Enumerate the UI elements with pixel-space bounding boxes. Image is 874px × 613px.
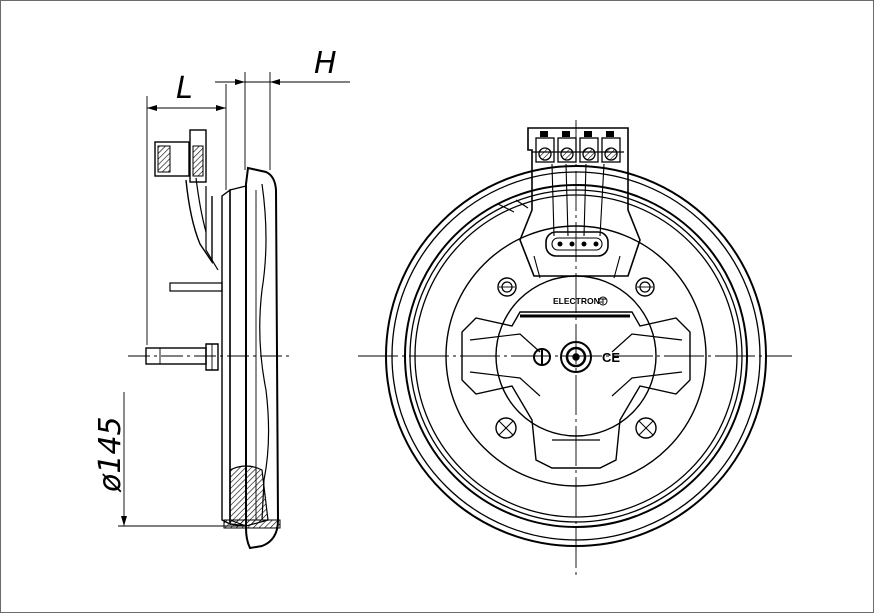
brand-label: ELECTRON- (553, 296, 603, 306)
center-boss (560, 341, 592, 373)
terminal-block (154, 141, 190, 177)
front-view (358, 120, 792, 575)
screw-top-left (497, 277, 517, 297)
outer-rim (385, 165, 767, 547)
side-view (118, 72, 350, 550)
screw-top-right (635, 277, 655, 297)
plate-profile (245, 166, 280, 550)
mounting-pin (169, 282, 223, 292)
screw-bottom-right (635, 417, 657, 439)
hatched-section (229, 465, 269, 527)
ce-mark: CE (602, 350, 620, 365)
ground-symbol-icon (533, 348, 551, 366)
dim-diameter-label: ø145 (93, 416, 128, 493)
brand-logo-icon (598, 296, 608, 306)
rib-cross (461, 311, 691, 469)
terminal-connectors (535, 131, 621, 163)
dim-L-label: L (176, 71, 193, 106)
dim-H-label: H (314, 46, 337, 81)
wire-clip (545, 231, 609, 257)
terminal-housing (519, 127, 641, 277)
heating-plate (445, 225, 707, 487)
screw-bottom-left (495, 417, 517, 439)
